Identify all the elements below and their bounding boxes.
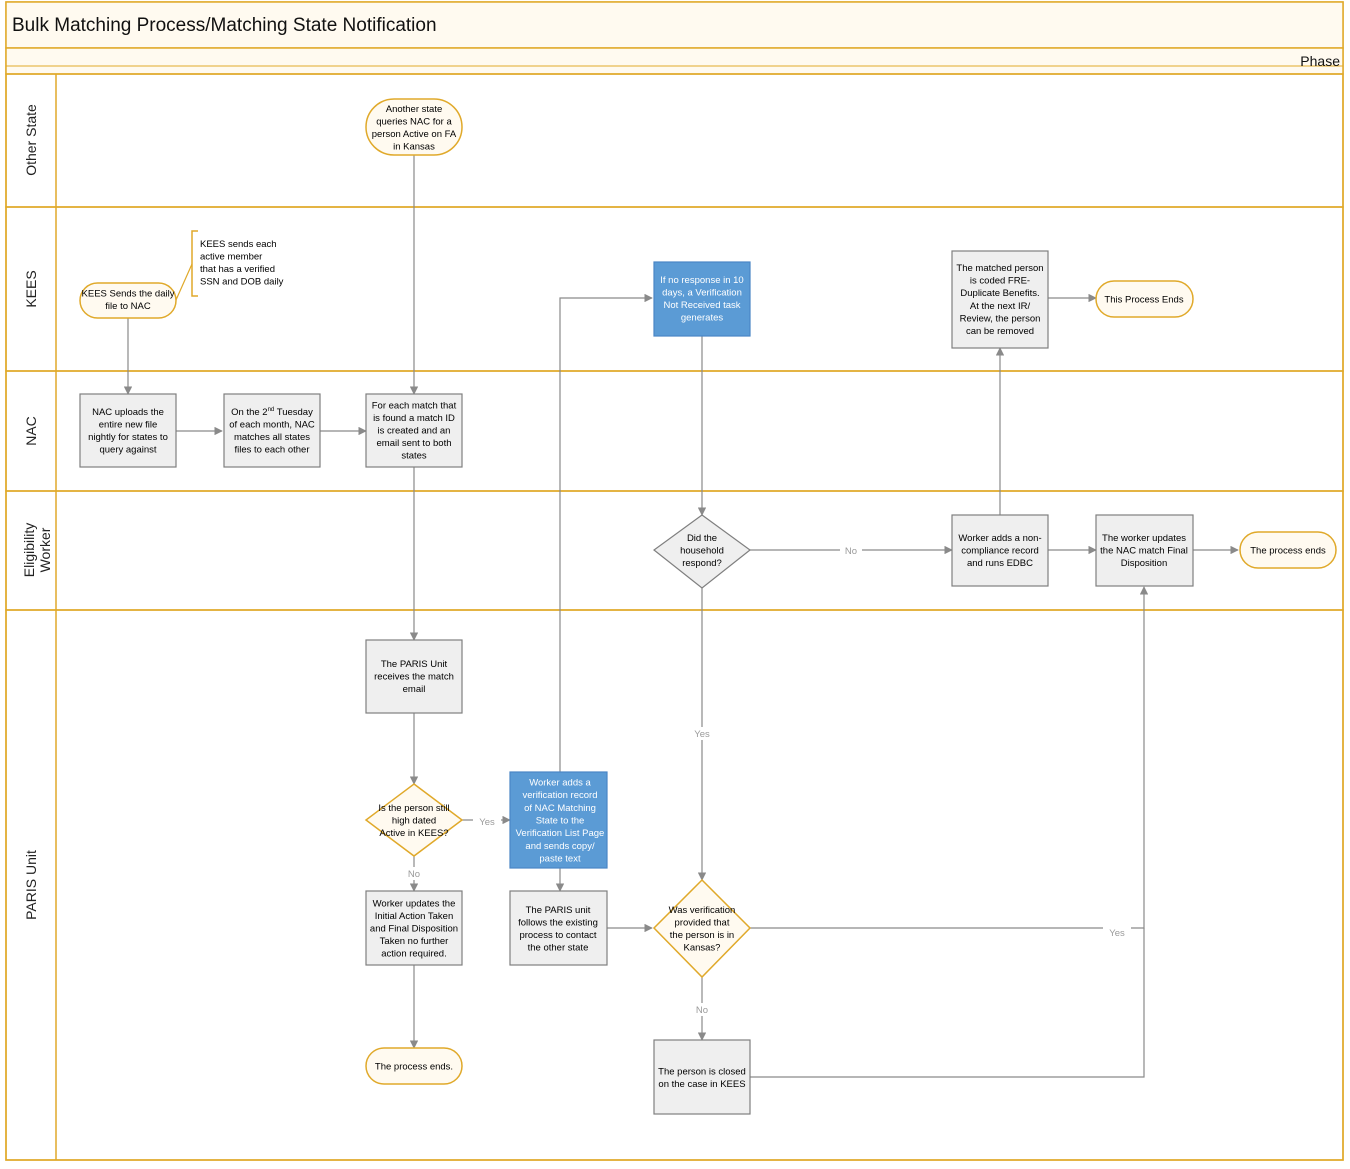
lane-label-nac: NAC <box>23 416 39 446</box>
process-worker-updates-initial <box>365 890 463 966</box>
decision-household-respond <box>653 514 751 589</box>
process-paris-receives <box>365 639 463 714</box>
decision-verification-provided <box>652 878 752 979</box>
process-person-closed <box>653 1039 751 1115</box>
edge-label-household-no: No <box>845 546 857 557</box>
process-worker-updates-final <box>1095 514 1194 587</box>
terminal-process-ends-ew <box>1239 531 1337 569</box>
process-no-response <box>653 261 751 337</box>
terminal-process-ends-paris <box>365 1047 463 1085</box>
process-matched-person <box>951 250 1049 349</box>
terminal-kees-sends <box>79 282 177 319</box>
connectors <box>123 155 1239 1078</box>
lane-label-paris-unit: PARIS Unit <box>23 850 39 920</box>
edge-closed-to-final <box>750 928 1145 1078</box>
edge-label-provided-no: No <box>696 1005 708 1016</box>
lane-label-eligibility-worker: EligibilityWorker <box>21 523 53 577</box>
node-label-process-ends-paris: The process ends. <box>375 1062 453 1073</box>
annotation-connector <box>175 263 193 301</box>
edge-labels: No Yes Yes No Yes No <box>403 544 1131 1016</box>
diagram-title: Bulk Matching Process/Matching State Not… <box>12 15 437 36</box>
edge-label-highdated-no: No <box>408 869 420 880</box>
process-nac-uploads <box>79 393 177 468</box>
shapes <box>79 98 1337 1115</box>
decision-high-dated <box>364 783 464 857</box>
edge-verification-to-noresponse <box>559 293 653 772</box>
terminal-this-process-ends <box>1095 280 1194 318</box>
process-noncompliance <box>951 514 1049 587</box>
node-label-process-ends-ew: The process ends <box>1250 546 1326 557</box>
process-match-id <box>365 393 463 468</box>
annotation-bracket <box>191 230 198 297</box>
lane-paris-unit: PARIS Unit <box>5 609 1344 1161</box>
edge-label-household-yes: Yes <box>694 729 710 740</box>
phase-label: Phase <box>1300 53 1340 69</box>
process-second-tuesday <box>223 393 321 468</box>
edge-label-provided-yes: Yes <box>1109 928 1125 939</box>
process-paris-follows <box>509 890 608 966</box>
lane-label-kees: KEES <box>23 270 39 307</box>
node-label-this-process-ends: This Process Ends <box>1104 295 1183 306</box>
process-verification-record <box>509 771 608 869</box>
terminal-other-state-query <box>365 98 463 156</box>
lane-label-other-state: Other State <box>23 104 39 176</box>
edge-label-highdated-yes: Yes <box>479 817 495 828</box>
